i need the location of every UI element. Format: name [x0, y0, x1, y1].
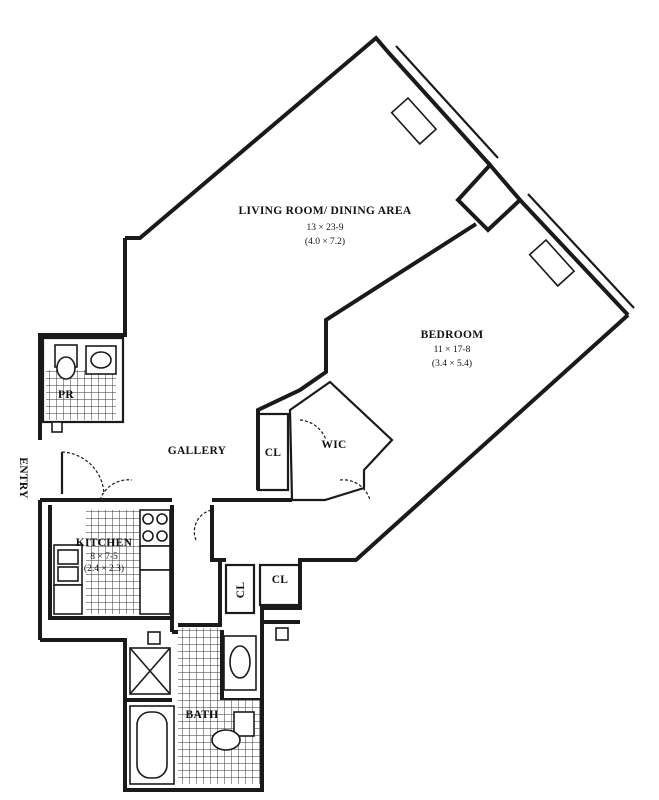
gallery-name: GALLERY: [168, 445, 227, 457]
refrigerator-icon: [139, 569, 171, 615]
toilet-bowl-icon: [56, 356, 76, 380]
bedroom-dim-m: (3.4 × 5.4): [432, 358, 472, 369]
kitchen-door-swing: [99, 479, 133, 501]
bath-name: BATH: [186, 709, 219, 721]
windows: [390, 45, 635, 309]
entry-label: ENTRY: [17, 457, 29, 499]
room-labels: LIVING ROOM/ DINING AREA 13 × 23-9 (4.0 …: [17, 205, 483, 721]
powder-room-name: PR: [58, 389, 74, 401]
exterior-walls: [38, 35, 630, 792]
closet-door-swing: [299, 419, 327, 441]
fixtures: [51, 344, 289, 785]
bath-sink-icon: [223, 635, 257, 691]
living-room-dim-m: (4.0 × 7.2): [305, 236, 345, 247]
hall-door-swing: [193, 509, 213, 541]
wic-door-swing: [339, 479, 371, 501]
hall-closet-2-name: CL: [272, 574, 289, 586]
living-room-dim-ft: 13 × 23-9: [306, 223, 343, 233]
entry-door-swing: [61, 451, 105, 495]
interior-walls: [40, 222, 478, 702]
bedroom-dim-ft: 11 × 17-8: [434, 345, 471, 355]
hall-closet-1-name: CL: [235, 582, 247, 599]
living-room-name: LIVING ROOM/ DINING AREA: [238, 205, 411, 217]
doors: [60, 419, 371, 541]
kitchen-dim-ft: 8 × 7-5: [90, 552, 118, 562]
kitchen-name: KITCHEN: [76, 537, 133, 549]
bath-toilet-icon: [233, 711, 255, 737]
bedroom-name: BEDROOM: [421, 329, 484, 341]
gallery-closet-name: CL: [265, 447, 282, 459]
wic-name: WIC: [321, 439, 346, 451]
kitchen-dim-m: (2.4 × 2.3): [84, 563, 124, 574]
